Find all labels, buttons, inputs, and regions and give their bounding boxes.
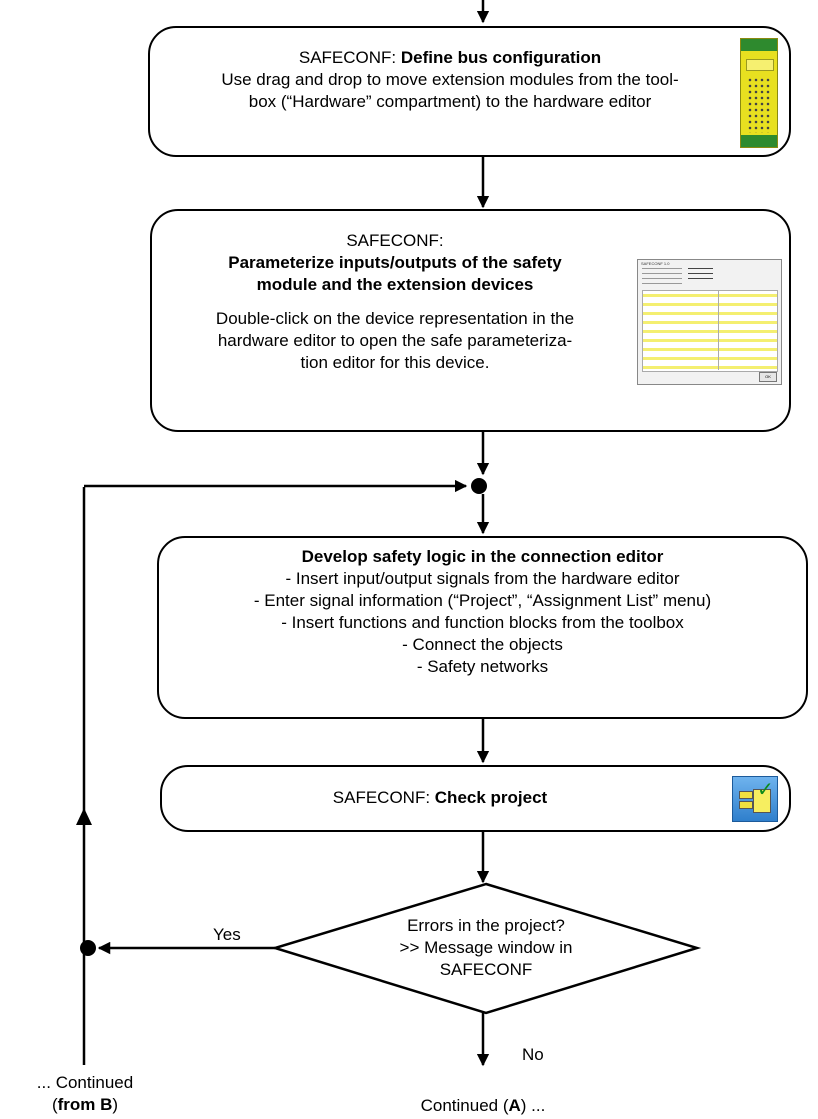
yes-junction	[80, 940, 96, 956]
parameterization-editor-thumbnail: SAFECONF 1.0 OK	[637, 259, 782, 385]
step3-item: - Enter signal information (“Project”, “…	[253, 591, 712, 610]
decision-text: Errors in the project? >> Message window…	[366, 915, 606, 981]
step3-text: Develop safety logic in the connection e…	[160, 546, 805, 678]
step-check-project: ✓	[160, 765, 791, 832]
continued-left-line2: (from B)	[51, 1095, 119, 1114]
step2-line3: tion editor for this device.	[300, 353, 490, 372]
step1-text: SAFECONF: Define bus configuration Use d…	[160, 47, 740, 113]
merge-junction	[471, 478, 487, 494]
step2-prefix: SAFECONF:	[346, 231, 444, 250]
step3-title: Develop safety logic in the connection e…	[301, 547, 664, 566]
no-label: No	[522, 1045, 544, 1064]
yes-label: Yes	[213, 925, 241, 944]
check-project-icon: ✓	[732, 776, 778, 822]
thumbnail-header: SAFECONF 1.0	[641, 261, 670, 266]
thumbnail-ok-button: OK	[759, 372, 777, 382]
step3-item: - Insert functions and function blocks f…	[281, 613, 684, 632]
decision-line3: SAFECONF	[439, 960, 533, 979]
decision-line1: Errors in the project?	[407, 916, 565, 935]
step2-line1: Double-click on the device representatio…	[215, 309, 575, 328]
step3-item: - Safety networks	[416, 657, 549, 676]
step3-item: - Connect the objects	[402, 635, 563, 654]
step1-heading: SAFECONF: Define bus configuration	[298, 48, 602, 67]
step1-line1: Use drag and drop to move extension modu…	[221, 70, 679, 89]
continued-from-b: ... Continued (from B)	[10, 1072, 160, 1116]
loop-up-arrow	[76, 808, 92, 825]
step3-item: - Insert input/output signals from the h…	[285, 569, 680, 588]
step2-line2: hardware editor to open the safe paramet…	[217, 331, 573, 350]
module-icon	[740, 38, 778, 148]
step2-title-line1: Parameterize inputs/outputs of the safet…	[228, 253, 562, 272]
step-develop-safety-logic	[157, 536, 808, 719]
step4-text: SAFECONF: Check project	[332, 788, 548, 807]
decision-diamond	[270, 882, 702, 1015]
continued-left-line1: ... Continued	[36, 1073, 134, 1092]
step2-text: SAFECONF: Parameterize inputs/outputs of…	[155, 230, 635, 374]
decision-line2: >> Message window in	[399, 938, 573, 957]
step2-title-line2: module and the extension devices	[256, 275, 534, 294]
continued-a: Continued (A) ...	[420, 1096, 546, 1115]
step-define-bus-configuration	[148, 26, 791, 157]
step-parameterize-io: SAFECONF 1.0 OK	[150, 209, 791, 432]
step1-line2: box (“Hardware” compartment) to the hard…	[248, 92, 652, 111]
